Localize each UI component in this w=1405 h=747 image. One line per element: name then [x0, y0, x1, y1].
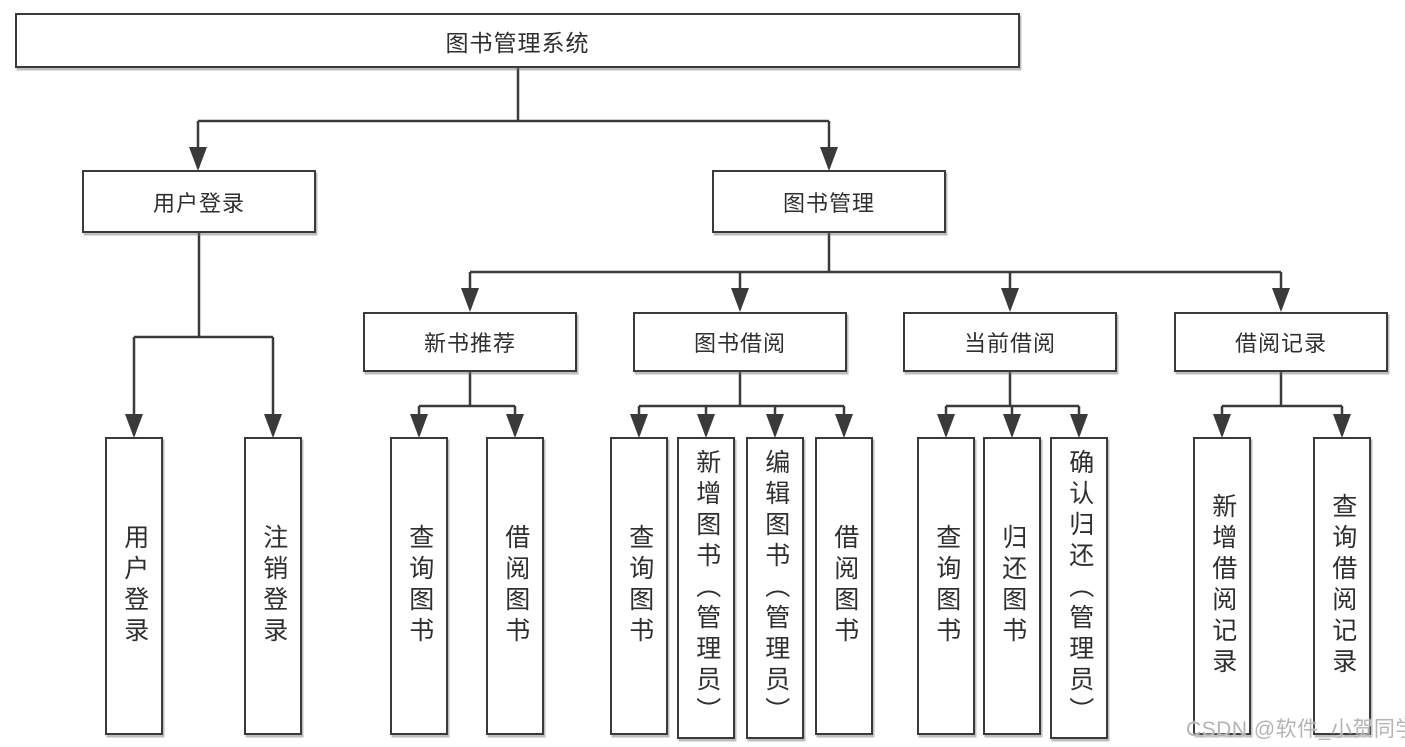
connector-current-borrow-branch	[937, 372, 1088, 438]
node-leaf-add-book-admin: 新增图书（管理员）	[677, 437, 735, 739]
node-borrow-records: 借阅记录	[1174, 312, 1388, 372]
node-leaf-query-books-borrow: 查询图书	[610, 437, 668, 735]
node-leaf-query-borrow-record: 查询借阅记录	[1313, 437, 1371, 735]
node-leaf-query-books-recommend: 查询图书	[390, 437, 448, 735]
connector-root-to-level2	[189, 68, 838, 171]
node-leaf-user-login: 用户登录	[105, 437, 163, 735]
node-leaf-confirm-return-admin: 确认归还（管理员）	[1050, 437, 1108, 739]
node-book-management: 图书管理	[712, 170, 946, 233]
node-library-management-system: 图书管理系统	[15, 13, 1020, 68]
node-leaf-query-books-current: 查询图书	[917, 437, 975, 735]
node-book-borrow: 图书借阅	[633, 312, 847, 372]
node-user-login: 用户登录	[82, 170, 316, 233]
node-leaf-add-borrow-record: 新增借阅记录	[1193, 437, 1251, 735]
csdn-watermark: CSDN @软件_小贺同学	[1186, 718, 1405, 741]
connector-user-login-branch	[125, 233, 282, 438]
node-new-book-recommend: 新书推荐	[363, 312, 577, 372]
node-leaf-logout: 注销登录	[244, 437, 302, 735]
node-current-borrow: 当前借阅	[903, 312, 1117, 372]
connector-borrow-records-branch	[1213, 372, 1351, 438]
connector-book-management-branch	[461, 233, 1290, 312]
node-leaf-borrow-books-recommend: 借阅图书	[486, 437, 544, 735]
node-leaf-borrow-books: 借阅图书	[815, 437, 873, 735]
connector-book-borrow-branch	[630, 372, 853, 438]
node-leaf-edit-book-admin: 编辑图书（管理员）	[746, 437, 804, 739]
node-leaf-return-books: 归还图书	[983, 437, 1041, 735]
connector-new-book-branch	[410, 372, 524, 438]
